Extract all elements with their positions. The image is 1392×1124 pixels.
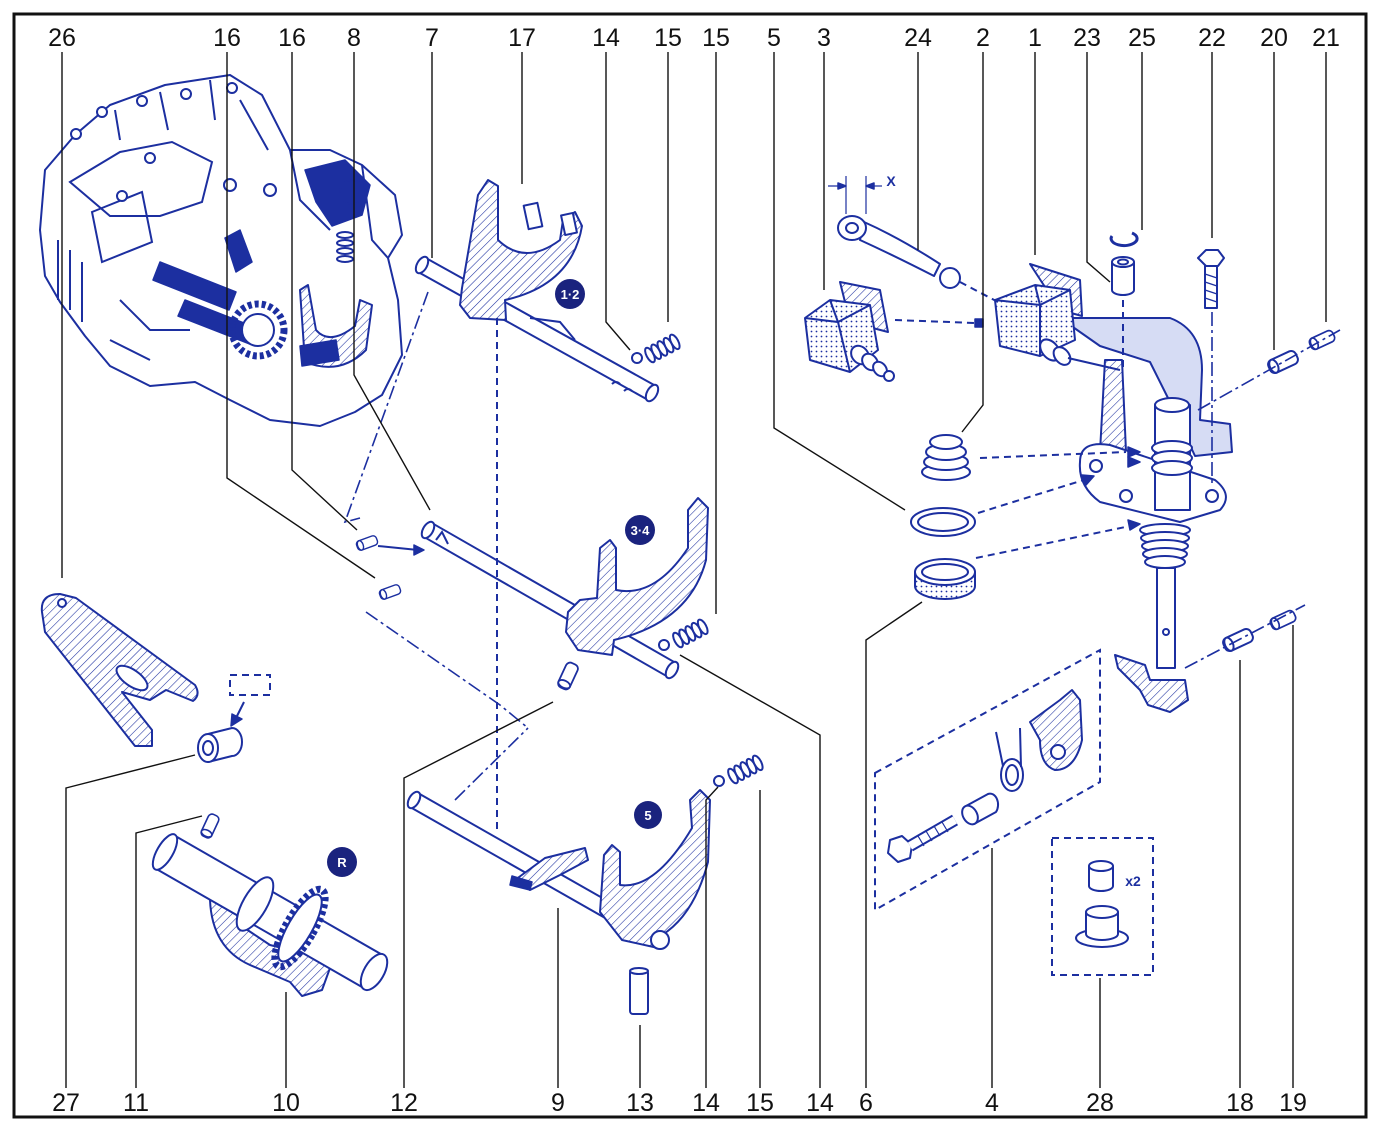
callout-10: 10 [272, 1089, 300, 1117]
reverse-shaft-assembly [151, 833, 389, 997]
callout-14: 14 [692, 1089, 720, 1117]
o-ring-6 [910, 507, 976, 537]
callout-13: 13 [626, 1089, 654, 1117]
callout-2: 2 [976, 24, 990, 52]
callout-20: 20 [1260, 24, 1288, 52]
rubber-mount-3 [804, 281, 895, 382]
callout-16: 16 [213, 24, 241, 52]
shift-fork-5 [599, 789, 711, 949]
roll-pin-16b [377, 583, 403, 601]
badge-1-2: 1·2 [555, 279, 585, 309]
kit-box-28: x2 [1051, 837, 1154, 976]
callout-7: 7 [425, 24, 439, 52]
gaiter-2 [921, 434, 971, 481]
badge-5-label: 5 [644, 808, 651, 823]
fork-5-end-ring [650, 930, 670, 950]
badge-5: 5 [634, 801, 662, 829]
selector-rail-3-4 [420, 520, 680, 680]
detent-ball-14c [713, 775, 725, 787]
badge-reverse-label: R [337, 855, 347, 870]
diagram-frame [12, 12, 1368, 1119]
pin-20 [1265, 348, 1301, 376]
callout-11: 11 [123, 1089, 149, 1117]
selector-shaft-assembly [1114, 523, 1191, 713]
callout-28: 28 [1086, 1089, 1114, 1117]
roll-pin-16a [354, 534, 380, 552]
dimension-x: X [828, 173, 896, 214]
callout-26: 26 [48, 24, 76, 52]
callout-24: 24 [904, 24, 932, 52]
callout-19: 19 [1279, 1089, 1307, 1117]
callout-25: 25 [1128, 24, 1156, 52]
callout-17: 17 [508, 24, 536, 52]
badge-3-4-label: 3·4 [631, 523, 651, 538]
callout-12: 12 [390, 1089, 418, 1117]
fitting-indicator [229, 674, 271, 727]
assembly-lines-left [343, 291, 529, 830]
pin-21 [1307, 328, 1337, 352]
callout-16: 16 [278, 24, 306, 52]
callout-23: 23 [1073, 24, 1101, 52]
badge-1-2-label: 1·2 [561, 287, 580, 302]
callout-4: 4 [985, 1089, 999, 1117]
detent-spring-15b [670, 617, 711, 650]
roll-pin-11 [199, 811, 221, 841]
callout-14: 14 [806, 1089, 834, 1117]
callouts-bottom: 27 11 10 12 9 13 14 15 14 6 4 28 18 19 [52, 1089, 1307, 1117]
badge-reverse: R [327, 847, 357, 877]
link-rod-24 [837, 215, 961, 289]
shift-fork-1-2 [459, 179, 583, 321]
callout-15: 15 [702, 24, 730, 52]
detent-spring-15a [642, 332, 683, 365]
detent-ball-14a [631, 352, 643, 364]
gear-lever-housing-1 [994, 263, 1233, 523]
kit-box-4 [874, 648, 1101, 912]
callout-6: 6 [859, 1089, 873, 1117]
callout-22: 22 [1198, 24, 1226, 52]
interlock-pin-13 [629, 967, 649, 1015]
callout-5: 5 [767, 24, 781, 52]
badge-3-4: 3·4 [625, 515, 655, 545]
gearbox-housing [39, 74, 403, 427]
bush-23 [1111, 256, 1135, 296]
interlock-pin-12 [555, 660, 581, 692]
bushing-27 [197, 727, 243, 763]
detent-ball-14b [658, 639, 670, 651]
callout-9: 9 [551, 1089, 565, 1117]
callout-8: 8 [347, 24, 361, 52]
release-fork-26 [40, 593, 199, 747]
callout-3: 3 [817, 24, 831, 52]
callout-21: 21 [1312, 24, 1340, 52]
dimension-x-label: X [886, 173, 896, 189]
callout-15: 15 [654, 24, 682, 52]
callout-18: 18 [1226, 1089, 1254, 1117]
leader-lines [61, 52, 1327, 1088]
callout-15: 15 [746, 1089, 774, 1117]
seal-ring-5 [914, 558, 976, 600]
selector-rail-1-2 [414, 255, 660, 403]
callout-27: 27 [52, 1089, 80, 1117]
fork-pads-17 [522, 201, 578, 237]
callouts-top: 26 16 16 8 7 17 14 15 15 5 3 24 2 1 23 2… [48, 24, 1340, 52]
assembly-lines-right [894, 281, 1341, 669]
detent-spring-15c [725, 753, 766, 786]
shift-fork-3-4 [565, 497, 709, 656]
quantity-label: x2 [1125, 873, 1141, 889]
circlip-25 [1109, 231, 1139, 248]
callout-1: 1 [1028, 24, 1042, 52]
callout-14: 14 [592, 24, 620, 52]
bolt-22 [1197, 249, 1225, 309]
